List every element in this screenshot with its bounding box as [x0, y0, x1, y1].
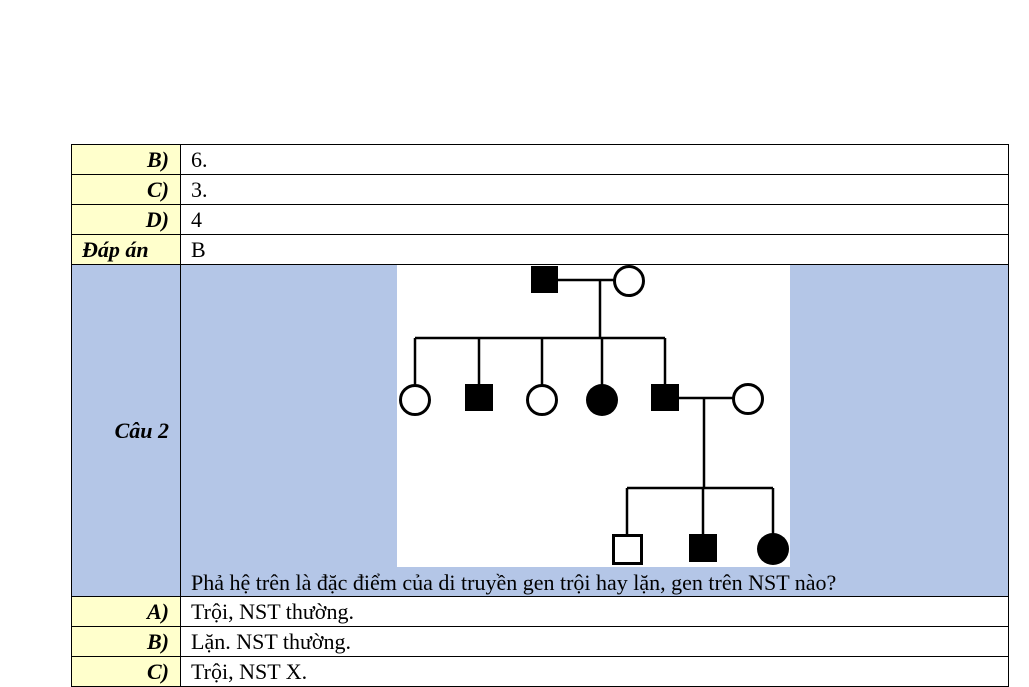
answer-row: Đáp án B [71, 234, 1009, 265]
option-label: B) [71, 144, 181, 175]
unaffected-female-symbol [399, 384, 431, 416]
unaffected-male-symbol [612, 534, 643, 565]
option-label: A) [71, 596, 181, 627]
affected-male-symbol [531, 266, 558, 293]
option-label: D) [71, 204, 181, 235]
option-value: Trội, NST X. [180, 656, 1009, 687]
table-row: C) Trội, NST X. [71, 656, 1009, 687]
option-value: 3. [180, 174, 1009, 205]
option-value: 6. [180, 144, 1009, 175]
affected-female-symbol [586, 384, 618, 416]
unaffected-female-symbol [526, 384, 558, 416]
table-row: B) Lặn. NST thường. [71, 626, 1009, 657]
option-value: Trội, NST thường. [180, 596, 1009, 627]
unaffected-female-symbol [732, 383, 764, 415]
question-table: B) 6. C) 3. D) 4 Đáp án B Câu 2 [71, 144, 1009, 687]
option-value: 4 [180, 204, 1009, 235]
pedigree-figure [397, 265, 790, 567]
affected-male-symbol [465, 384, 493, 411]
table-row: A) Trội, NST thường. [71, 596, 1009, 627]
affected-female-symbol [757, 533, 789, 565]
table-row: D) 4 [71, 204, 1009, 235]
affected-male-symbol [651, 384, 679, 411]
unaffected-female-symbol [613, 265, 645, 297]
affected-male-symbol [689, 534, 717, 562]
question-row: Câu 2 [71, 264, 1009, 597]
option-label: C) [71, 656, 181, 687]
question-cell: Phả hệ trên là đặc điểm của di truyền ge… [180, 264, 1009, 597]
option-label: B) [71, 626, 181, 657]
table-row: B) 6. [71, 144, 1009, 175]
question-label: Câu 2 [71, 264, 181, 597]
table-row: C) 3. [71, 174, 1009, 205]
option-value: Lặn. NST thường. [180, 626, 1009, 657]
answer-label: Đáp án [71, 234, 181, 265]
pedigree-diagram [399, 265, 789, 565]
option-label: C) [71, 174, 181, 205]
question-text: Phả hệ trên là đặc điểm của di truyền ge… [191, 570, 837, 595]
answer-value: B [180, 234, 1009, 265]
